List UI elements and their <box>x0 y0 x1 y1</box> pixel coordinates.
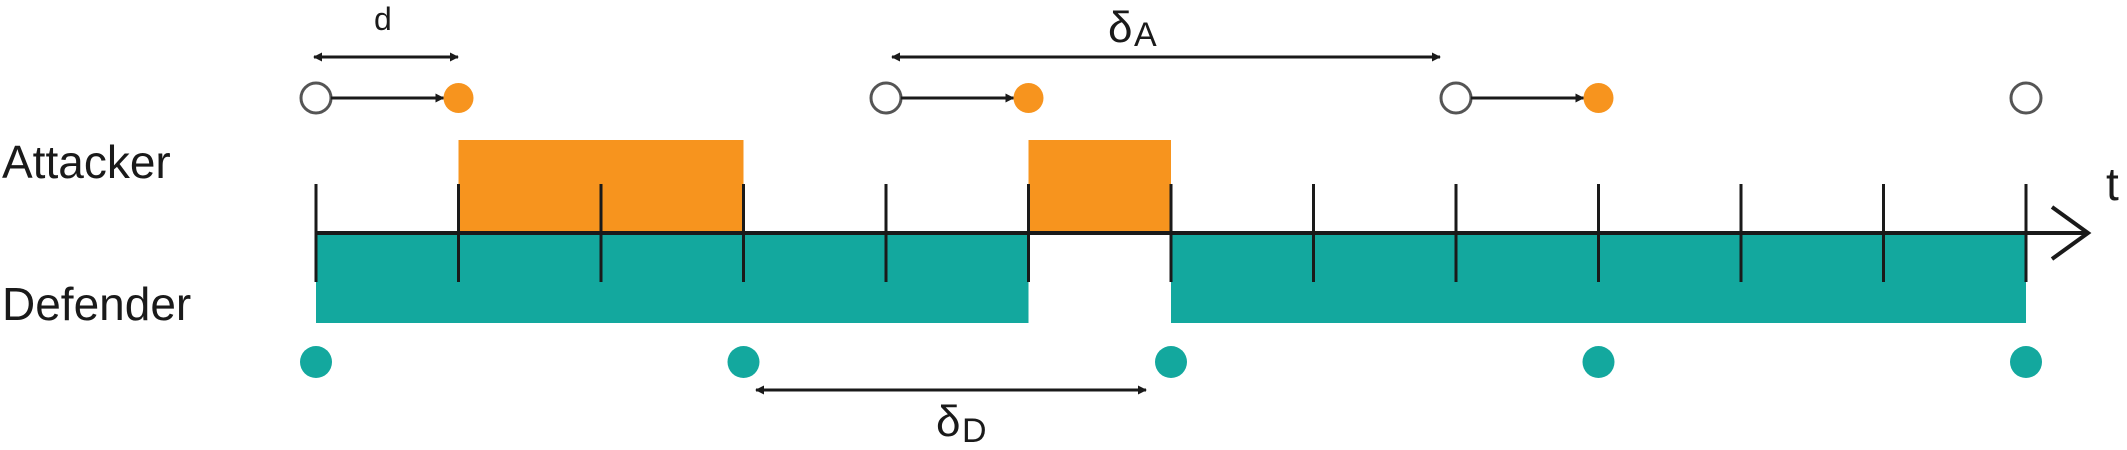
attacker-moves <box>299 81 2043 115</box>
attacker-move-hollow-dot <box>299 81 333 115</box>
defender-row-label: Defender <box>2 278 191 330</box>
defender-move-dot <box>1582 346 1615 378</box>
attacker-effective-dot <box>1013 83 1044 113</box>
attacker-row-label: Attacker <box>2 136 171 188</box>
time-axis-ticks <box>314 184 2028 282</box>
attacker-move-hollow-dot <box>869 81 903 115</box>
defender-move-dot <box>2010 346 2042 378</box>
attacker-effective-dot <box>1583 83 1614 113</box>
attacker-control-bar <box>1028 140 1171 233</box>
delta-a-subscript: A <box>1134 16 1157 54</box>
delta-a-symbol: δ <box>1108 3 1133 52</box>
attacker-move-hollow-dot <box>2009 81 2043 115</box>
attacker-effective-dot <box>443 83 474 113</box>
defender-move-dot <box>727 346 760 378</box>
defender-move-dot <box>1155 346 1187 378</box>
delta-a-label: δ A <box>1108 3 1157 54</box>
delta-d-label: δ D <box>936 397 987 450</box>
time-axis-label: t <box>2106 158 2119 210</box>
d-label: d <box>374 1 392 37</box>
defender-control-bar <box>316 233 1029 323</box>
defender-moves <box>300 346 2042 378</box>
delta-d-subscript: D <box>962 412 987 450</box>
attacker-control-bars <box>458 140 1171 233</box>
time-axis <box>314 184 2092 282</box>
attacker-move-hollow-dot <box>1439 81 1473 115</box>
time-axis-arrowhead <box>2050 205 2092 261</box>
defender-move-dot <box>300 346 332 378</box>
delta-d-symbol: δ <box>936 397 961 446</box>
